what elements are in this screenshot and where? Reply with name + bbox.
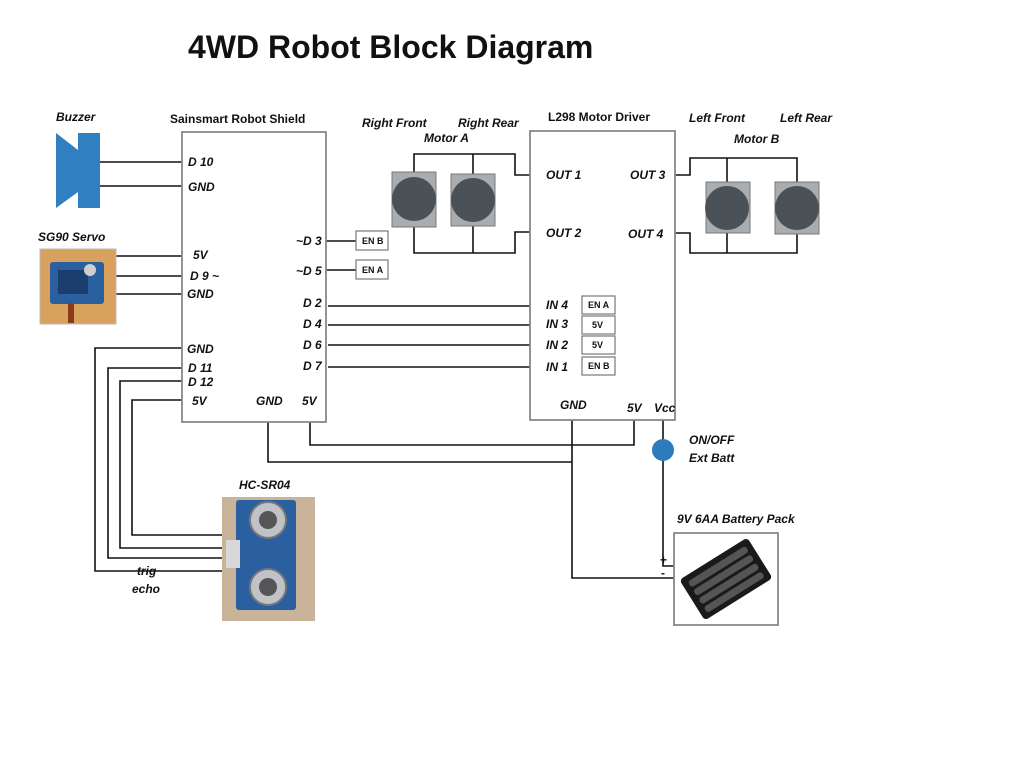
battery-minus: - (661, 566, 665, 580)
tag-in1: EN B (588, 361, 610, 371)
pin-out2: OUT 2 (546, 226, 582, 240)
buzzer: Buzzer (56, 110, 100, 208)
pin-d4: D 4 (303, 317, 322, 331)
battery-plus: + (660, 553, 667, 567)
servo-label: SG90 Servo (38, 230, 105, 244)
tag-shield-en-b: EN B (362, 236, 384, 246)
motor-left-rear (775, 186, 819, 230)
pin-d9: D 9 ~ (190, 269, 219, 283)
pin-out1: OUT 1 (546, 168, 582, 182)
pin-out3: OUT 3 (630, 168, 666, 182)
buzzer-body (78, 133, 100, 208)
pin-d11: D 11 (188, 361, 213, 375)
motor-b-label: Motor B (734, 132, 780, 146)
driver-label: L298 Motor Driver (548, 110, 650, 124)
hc-sr04-sensor: HC-SR04 trig echo (132, 478, 315, 621)
tag-shield-en-a: EN A (362, 265, 384, 275)
left-front-label: Left Front (689, 111, 746, 125)
motor-a-group: Right Front Right Rear Motor A (362, 116, 520, 227)
pin-d12: D 12 (188, 375, 214, 389)
pin-d6: D 6 (303, 338, 322, 352)
tag-in2: 5V (592, 340, 603, 350)
motor-a-label: Motor A (424, 131, 469, 145)
pin-driver-gnd: GND (560, 398, 587, 412)
pin-5v-bottom: 5V (302, 394, 318, 408)
shield-label: Sainsmart Robot Shield (170, 112, 305, 126)
pin-d7: D 7 (303, 359, 323, 373)
pin-in2: IN 2 (546, 338, 568, 352)
pin-in4: IN 4 (546, 298, 568, 312)
buzzer-label: Buzzer (56, 110, 97, 124)
diagram-title: 4WD Robot Block Diagram (188, 29, 593, 65)
motor-b-group: Left Front Left Rear Motor B (689, 111, 833, 234)
right-front-label: Right Front (362, 116, 428, 130)
pin-5v-sonar: 5V (192, 394, 208, 408)
shield-en-tags: EN B EN A (356, 231, 388, 279)
pin-in3: IN 3 (546, 317, 568, 331)
pin-d3: ~D 3 (296, 234, 322, 248)
right-rear-label: Right Rear (458, 116, 520, 130)
pin-driver-5v: 5V (627, 401, 643, 415)
switch-label-line1: ON/OFF (689, 433, 735, 447)
sonar-pin-echo: echo (132, 582, 160, 596)
motor-right-rear (451, 178, 495, 222)
motor-left-front (705, 186, 749, 230)
pin-d5: ~D 5 (296, 264, 322, 278)
pin-driver-vcc: Vcc (654, 401, 676, 415)
servo: SG90 Servo (38, 230, 116, 324)
pin-gnd-servo: GND (187, 287, 214, 301)
pin-gnd-buzzer: GND (188, 180, 215, 194)
sainsmart-shield: Sainsmart Robot Shield D 10 GND 5V D 9 ~… (170, 112, 326, 422)
buzzer-cone (56, 133, 78, 208)
power-switch: ON/OFF Ext Batt (652, 433, 735, 465)
pin-gnd-bottom: GND (256, 394, 283, 408)
switch-label-line2: Ext Batt (689, 451, 735, 465)
pin-d10: D 10 (188, 155, 214, 169)
battery-label: 9V 6AA Battery Pack (677, 512, 796, 526)
pin-in1: IN 1 (546, 360, 568, 374)
tag-in3: 5V (592, 320, 603, 330)
motor-right-front (392, 177, 436, 221)
pin-out4: OUT 4 (628, 227, 664, 241)
sonar-pin-trig: trig (137, 564, 157, 578)
pin-gnd-sonar: GND (187, 342, 214, 356)
left-rear-label: Left Rear (780, 111, 833, 125)
pin-5v-servo: 5V (193, 248, 209, 262)
sonar-label: HC-SR04 (239, 478, 291, 492)
pin-d2: D 2 (303, 296, 322, 310)
battery-pack: 9V 6AA Battery Pack + - (660, 512, 796, 625)
tag-in4: EN A (588, 300, 610, 310)
switch-dot (652, 439, 674, 461)
l298-motor-driver: L298 Motor Driver OUT 1 OUT 2 OUT 3 OUT … (530, 110, 676, 420)
